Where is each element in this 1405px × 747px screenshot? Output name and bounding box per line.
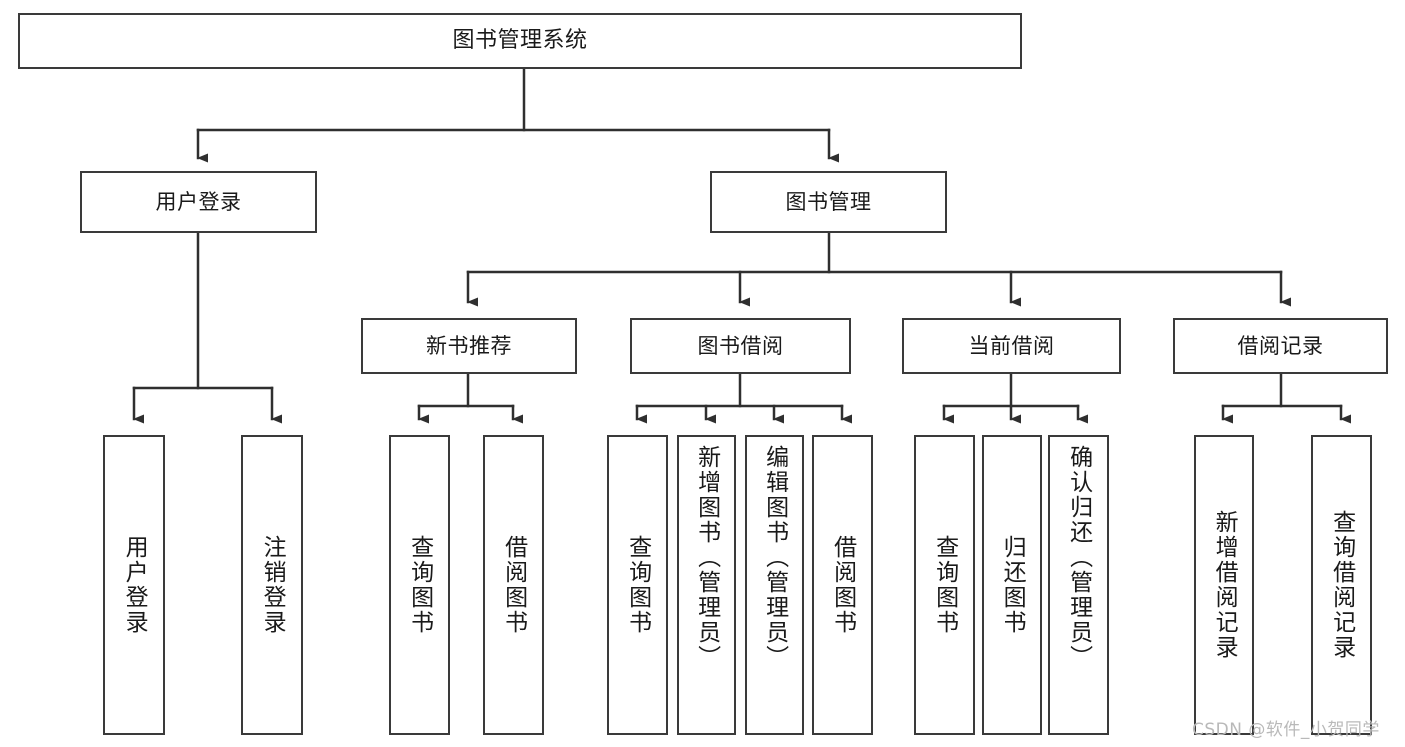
connector-group-borrow-records xyxy=(1221,373,1351,424)
leaf-user-login-logout[interactable]: 注销登录 xyxy=(241,435,303,735)
node-label: 查询图书 xyxy=(406,535,433,635)
node-book-management[interactable]: 图书管理 xyxy=(710,171,947,233)
node-label: 借阅记录 xyxy=(1237,333,1324,358)
node-label: 用户登录 xyxy=(121,535,148,635)
node-label: 编辑图书（管理员） xyxy=(761,445,788,670)
node-label: 查询图书 xyxy=(624,535,651,635)
connector-group-user-login xyxy=(132,232,282,424)
leaf-book-borrow-query-book[interactable]: 查询图书 xyxy=(607,435,668,735)
node-label: 当前借阅 xyxy=(968,333,1055,358)
node-label: 新书推荐 xyxy=(426,333,512,358)
node-new-book-recommend[interactable]: 新书推荐 xyxy=(361,318,577,374)
node-label: 借阅图书 xyxy=(500,535,527,635)
leaf-records-add-borrow-record[interactable]: 新增借阅记录 xyxy=(1194,435,1254,735)
node-label: 确认归还（管理员） xyxy=(1065,445,1092,670)
leaf-current-borrow-query-book[interactable]: 查询图书 xyxy=(914,435,975,735)
node-label: 图书管理 xyxy=(785,189,872,214)
node-current-borrow[interactable]: 当前借阅 xyxy=(902,318,1121,374)
node-label: 借阅图书 xyxy=(829,535,856,635)
node-label: 新增图书（管理员） xyxy=(693,445,720,670)
leaf-current-borrow-confirm-return-admin[interactable]: 确认归还（管理员） xyxy=(1048,435,1109,735)
connector-group-book-borrow xyxy=(635,373,852,424)
node-root-library-management-system[interactable]: 图书管理系统 xyxy=(18,13,1022,69)
connector-group-current-borrow xyxy=(942,373,1088,424)
node-label: 用户登录 xyxy=(155,189,242,214)
leaf-book-borrow-edit-book-admin[interactable]: 编辑图书（管理员） xyxy=(745,435,804,735)
node-user-login[interactable]: 用户登录 xyxy=(80,171,317,233)
leaf-new-book-query-book[interactable]: 查询图书 xyxy=(389,435,450,735)
node-label: 新增借阅记录 xyxy=(1211,510,1238,660)
node-label: 图书借阅 xyxy=(697,333,784,358)
node-label: 图书管理系统 xyxy=(452,28,588,54)
node-label: 注销登录 xyxy=(259,535,286,635)
node-label: 查询借阅记录 xyxy=(1328,510,1355,660)
leaf-book-borrow-borrow-book[interactable]: 借阅图书 xyxy=(812,435,873,735)
leaf-user-login-login[interactable]: 用户登录 xyxy=(103,435,165,735)
connector-group-root xyxy=(196,68,839,163)
leaf-book-borrow-add-book-admin[interactable]: 新增图书（管理员） xyxy=(677,435,736,735)
connector-group-book-management xyxy=(466,232,1291,307)
node-borrow-records[interactable]: 借阅记录 xyxy=(1173,318,1388,374)
connector-group-new-book xyxy=(417,373,523,424)
node-label: 归还图书 xyxy=(999,535,1026,635)
leaf-current-borrow-return-book[interactable]: 归还图书 xyxy=(982,435,1042,735)
node-book-borrow[interactable]: 图书借阅 xyxy=(630,318,851,374)
leaf-records-query-borrow-record[interactable]: 查询借阅记录 xyxy=(1311,435,1372,735)
leaf-new-book-borrow-book[interactable]: 借阅图书 xyxy=(483,435,544,735)
node-label: 查询图书 xyxy=(931,535,958,635)
